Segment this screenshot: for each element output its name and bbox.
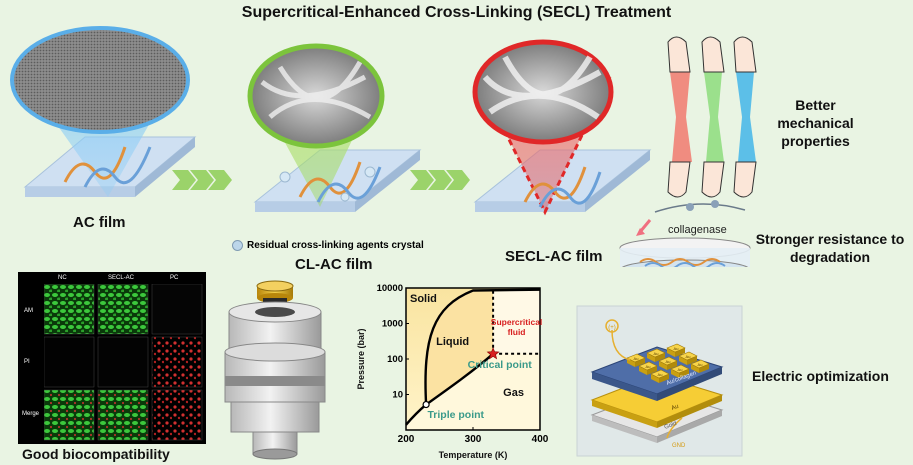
y-axis-label: Pressure (bar) [356,328,366,389]
au-pad-2: Au [666,343,686,357]
au-pad-7: Au [670,364,690,378]
region-supercritical-label-line2: fluid [508,327,526,337]
crystal-legend: Residual cross-linking agents crystal [232,240,424,251]
cell-grid-row-pi: PI [24,359,30,365]
clac-film-label: CL-AC film [295,256,373,273]
phase-plot-area [405,287,541,431]
region-supercritical-label-line1: Supercritical [491,317,543,327]
au-pad-8: Au [690,359,710,373]
au-pad-label-3: Au [646,364,651,369]
triple-point-label: Triple point [427,409,484,421]
seclac-film-illustration [472,39,652,216]
mechanical-label-line2: properties [781,133,850,149]
degradation-dish-illustration [619,200,751,267]
process-arrow-2 [410,170,470,190]
au-pad-5: Au [678,351,698,365]
region-solid-label: Solid [410,293,437,305]
middle-layer-label: Au [671,404,680,412]
bottom-layer-label: Gold [664,421,678,431]
region-liquid [425,290,494,405]
degradation-label: Stronger resistance to degradation [750,230,910,266]
x-axis-label: Temperature (K) [439,450,508,460]
cell-grid-row-am: AM [24,308,33,314]
bottom-terminal-label: GND [672,443,686,449]
ac-film-label: AC film [73,214,126,231]
clac-film-illustration [247,43,422,212]
crystal-icon [232,240,243,251]
reactor-vessel-illustration [224,280,326,460]
au-pad-label-4: Au [666,359,671,364]
critical-point-marker [486,346,500,360]
figure-title: Supercritical-Enhanced Cross-Linking (SE… [241,4,672,21]
au-pad-label-5: Au [686,354,691,359]
region-liquid-label: Liquid [436,336,469,348]
y-tick-label-2: 1000 [382,319,403,330]
degradation-label-line2: degradation [789,249,871,265]
au-pad-label-7: Au [678,367,683,372]
au-pad-label-2: Au [674,346,679,351]
au-pad-label-8: Au [698,362,703,367]
au-pad-4: Au [658,356,678,370]
cell-grid-row-merge: Merge [22,411,40,417]
region-gas-label: Gas [503,387,524,399]
region-solid [406,288,540,425]
triple-point-marker [422,400,430,409]
vaporization-curve [425,352,494,406]
cell-grid-col-nc: NC [58,275,67,281]
top-terminal-label: (+) [608,325,616,331]
cell-grid-col-pc: PC [170,275,179,281]
au-pad-label-6: Au [658,372,663,377]
au-pad-label-1: Au [654,351,659,356]
cell-grid-images [44,284,203,441]
x-tick-label-2: 400 [532,434,549,445]
bottom-wire [666,417,683,439]
ac-sem-image [10,26,190,134]
film-illustration-panel [10,26,757,267]
top-wire [611,329,631,361]
au-pad-label-0: Au [634,356,639,361]
electric-label: Electric optimization [752,368,889,384]
seclac-film-label: SECL-AC film [505,248,603,265]
x-tick-label-0: 200 [398,434,415,445]
ac-film-illustration [10,26,197,197]
y-tick-label-0: 10 [392,390,403,401]
mechanical-strips-illustration [667,36,757,198]
process-arrow-1 [172,170,232,190]
au-pad-1: Au [646,348,666,362]
y-tick-label-1: 100 [387,354,403,365]
cell-grid: NC SECL-AC PC AM PI Merge [18,272,206,444]
region-supercritical [493,290,540,354]
x-tick-label-1: 300 [465,434,482,445]
phase-diagram-chart: 10 100 1000 10000 200 300 400 Solid Liquid Ga… [356,283,549,460]
au-pad-3: Au [638,361,658,375]
collagenase-label: collagenase [668,224,727,236]
cell-grid-col-seclac: SECL-AC [108,275,135,281]
mechanical-label: Better mechanical properties [763,96,868,150]
fusion-curve [424,288,541,405]
degradation-label-line1: Stronger resistance to [755,231,905,247]
top-terminal-icon [605,319,619,333]
au-pad-6: Au [650,369,670,383]
crystal-legend-text: Residual cross-linking agents crystal [247,240,424,251]
mechanical-label-line1: Better mechanical [777,97,854,131]
critical-point-label: Critical point [468,359,533,371]
y-tick-label-3: 10000 [377,283,403,294]
biocompat-label: Good biocompatibility [22,446,170,462]
